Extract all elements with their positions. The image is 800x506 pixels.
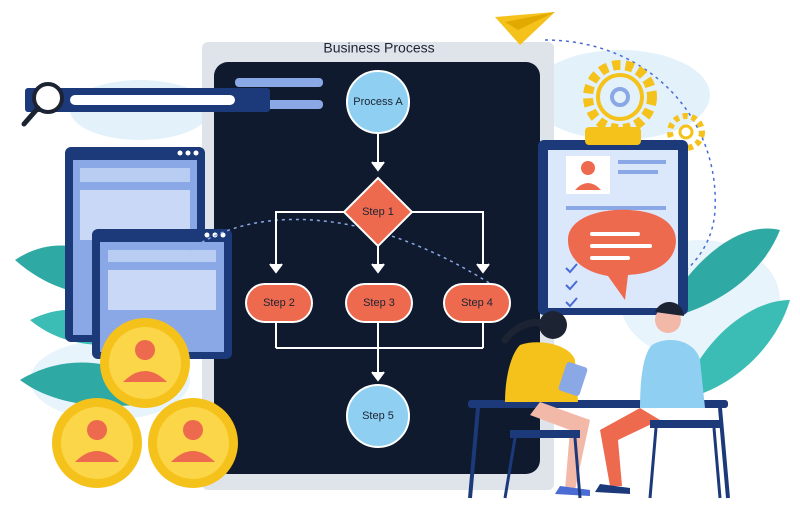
avatar-coins [52,318,238,488]
paper-plane-icon [495,12,555,45]
checkmark-icon [565,263,578,308]
avatar-icon [100,318,190,408]
node-label: Process A [353,96,403,108]
node-label: Step 2 [263,297,295,309]
search-bar [25,88,270,112]
node-process-a: Process A [346,70,410,134]
dotted-connector [189,218,501,291]
node-step-2: Step 2 [245,283,313,323]
node-label: Step 5 [362,410,394,422]
diagram-title: Business Process [323,40,434,56]
node-label: Step 4 [461,297,493,309]
node-step-4: Step 4 [443,283,511,323]
flow-connectors [269,133,490,382]
node-label: Step 1 [362,206,394,218]
node-step-3: Step 3 [345,283,413,323]
leaf-decor-right [660,228,790,400]
avatar-icon [148,398,238,488]
node-step-1: Step 1 [342,176,414,248]
node-step-5: Step 5 [346,384,410,448]
avatar-icon [52,398,142,488]
browser-window-front [92,229,232,359]
speech-bubble-icon [568,209,676,300]
node-label: Step 3 [363,297,395,309]
gear-icon [583,60,657,134]
gear-icon [667,113,705,151]
meeting-people [468,301,730,499]
magnifier-icon [21,82,64,127]
